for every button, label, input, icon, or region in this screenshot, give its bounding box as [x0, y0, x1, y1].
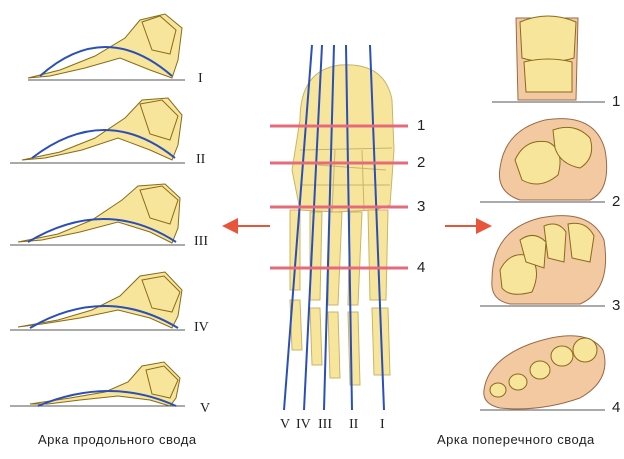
- section-label-4: 4: [417, 259, 425, 276]
- caption-transverse-arch: Арка поперечного свода: [437, 432, 595, 447]
- longitudinal-label-2: II: [196, 152, 206, 167]
- longitudinal-arch-III: III: [10, 184, 208, 249]
- transverse-label-1: 1: [612, 93, 620, 110]
- transverse-section-1: 1: [492, 16, 620, 110]
- longitudinal-label-5: V: [200, 401, 210, 416]
- transverse-section-3: 3: [480, 216, 620, 314]
- longitudinal-arch-II: II: [10, 98, 206, 167]
- longitudinal-arch-V: V: [10, 362, 210, 416]
- longitudinal-arch-I: I: [28, 14, 203, 86]
- ray-label-V: V: [280, 417, 290, 432]
- transverse-section-4: 4: [480, 336, 620, 416]
- longitudinal-label-1: I: [198, 71, 203, 86]
- transverse-section-2: 2: [480, 119, 620, 210]
- transverse-label-4: 4: [612, 399, 620, 416]
- transverse-label-2: 2: [612, 193, 620, 210]
- ray-label-II: II: [349, 417, 359, 432]
- section-label-3: 3: [417, 198, 425, 215]
- transverse-label-3: 3: [612, 297, 620, 314]
- longitudinal-label-3: III: [194, 234, 208, 249]
- ray-label-IV: IV: [296, 417, 311, 432]
- foot-skeleton: [290, 65, 394, 385]
- longitudinal-label-4: IV: [194, 320, 209, 335]
- section-label-1: 1: [417, 117, 425, 134]
- caption-longitudinal-arch: Арка продольного свода: [38, 432, 197, 447]
- ray-label-III: III: [318, 417, 332, 432]
- section-label-2: 2: [417, 154, 425, 171]
- longitudinal-arch-IV: IV: [10, 272, 209, 335]
- ray-label-I: I: [380, 417, 385, 432]
